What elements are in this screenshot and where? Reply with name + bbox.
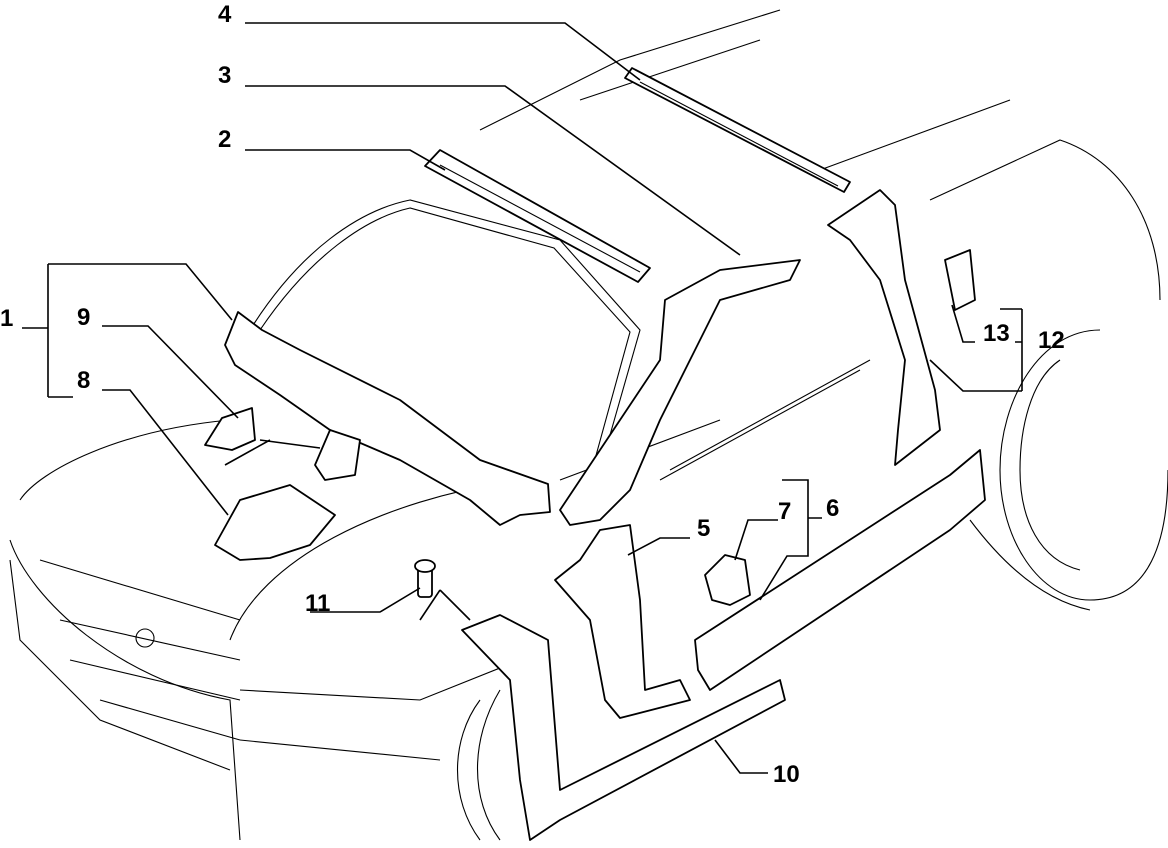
callout-11: 11 — [305, 590, 331, 617]
brand-logo — [135, 628, 155, 648]
part-10-front-pillar-sill — [461, 614, 786, 841]
callout-9: 9 — [77, 304, 91, 331]
callout-12: 12 — [1038, 327, 1065, 354]
part-11-bolt — [414, 559, 436, 598]
part-12-b-pillar — [827, 189, 941, 466]
part-5-a-pillar-lower — [554, 524, 691, 719]
part-3-a-pillar — [559, 259, 801, 526]
callout-7: 7 — [778, 498, 792, 525]
part-7-small-bracket — [704, 554, 751, 606]
part-2-roof-rail-front — [424, 149, 651, 283]
callout-8: 8 — [77, 367, 91, 394]
windshield — [249, 199, 641, 471]
callout-5: 5 — [697, 515, 711, 542]
part-4-roof-rail-rear — [624, 67, 851, 193]
car-body-outline — [9, 9, 1168, 841]
callout-4: 4 — [218, 1, 232, 28]
part-9-bracket — [204, 407, 361, 481]
callout-1: 1 — [0, 305, 14, 332]
part-1-cowl-panel — [224, 311, 551, 526]
callout-2: 2 — [218, 126, 232, 153]
leader-lines — [22, 22, 1023, 774]
part-6-rocker-panel — [694, 449, 986, 691]
callout-13: 13 — [983, 320, 1010, 347]
callout-10: 10 — [773, 761, 800, 788]
part-8-reinforcement-plate — [214, 484, 336, 561]
part-13-plate — [944, 249, 976, 311]
callout-6: 6 — [826, 495, 840, 522]
callout-3: 3 — [218, 62, 232, 89]
